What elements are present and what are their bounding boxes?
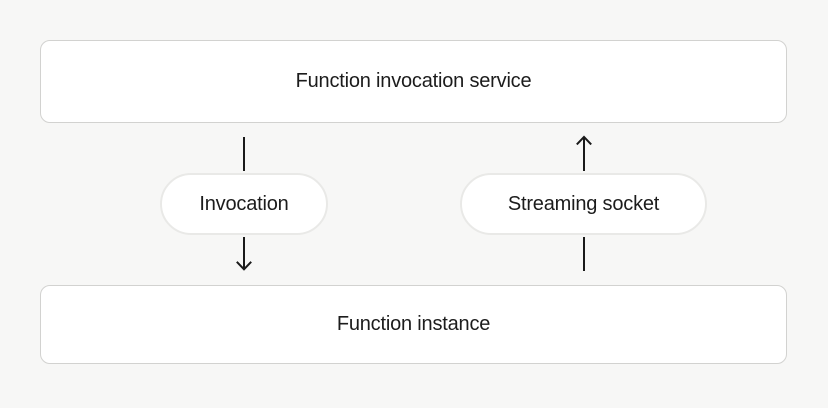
edge-pill-streaming-socket: Streaming socket bbox=[460, 173, 707, 235]
edge-label: Streaming socket bbox=[507, 192, 660, 215]
streaming-socket-arrow-up-icon bbox=[576, 135, 592, 271]
node-function-instance: Function instance bbox=[40, 285, 787, 364]
edge-label: Invocation bbox=[199, 192, 289, 215]
node-function-invocation-service: Function invocation service bbox=[40, 40, 787, 123]
node-label: Function instance bbox=[336, 313, 491, 335]
invocation-arrow-down-icon bbox=[236, 137, 252, 271]
edge-pill-invocation: Invocation bbox=[160, 173, 328, 235]
node-label: Function invocation service bbox=[295, 70, 532, 92]
